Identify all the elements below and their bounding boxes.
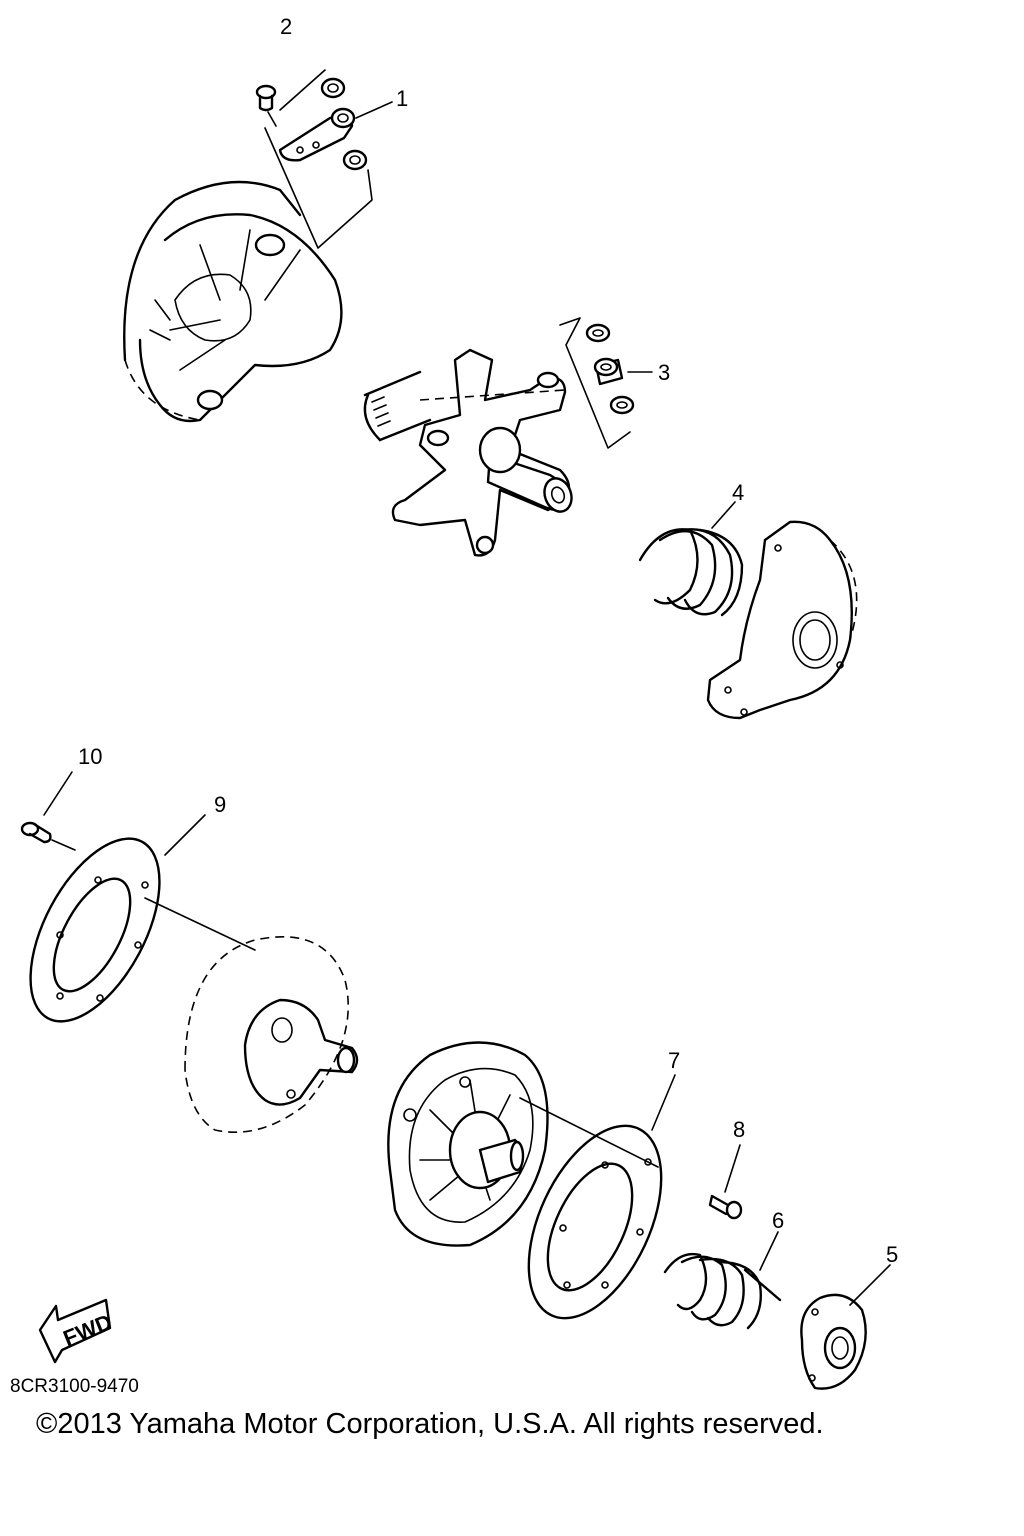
fixed-sheave — [387, 1041, 659, 1247]
callout-3: 3 — [658, 360, 670, 385]
callout-1: 1 — [396, 86, 408, 111]
part-9-plate — [29, 814, 256, 1023]
copyright-notice: ©2013 Yamaha Motor Corporation, U.S.A. A… — [36, 1408, 824, 1440]
callout-7: 7 — [668, 1048, 680, 1073]
callout-4: 4 — [732, 480, 744, 505]
part-7-plate — [527, 1074, 676, 1320]
callout-8: 8 — [733, 1117, 745, 1142]
drawing-code: 8CR3100-9470 — [10, 1376, 139, 1397]
fwd-arrow-icon: FWD — [38, 1298, 116, 1364]
primary-sheave-housing — [123, 180, 343, 423]
part-6-spring — [663, 1231, 782, 1330]
callout-10: 10 — [78, 744, 102, 769]
sliding-sheave — [184, 936, 359, 1133]
callout-6: 6 — [772, 1208, 784, 1233]
part-10-bolt — [20, 771, 76, 851]
part-8-bolt — [708, 1144, 743, 1220]
callout-1-leader — [355, 101, 393, 119]
callout-labels: 1 2 3 4 5 6 7 8 9 10 — [78, 14, 898, 1267]
part-3-rollers — [585, 323, 653, 415]
part-5-cap — [800, 1264, 891, 1390]
exploded-parts-diagram: FWD 1 2 3 4 5 6 7 8 9 10 — [20, 14, 898, 1390]
callout-2: 2 — [280, 14, 292, 39]
part-1-weight-arm — [264, 69, 373, 249]
spider-cover-plate — [706, 520, 858, 720]
callout-5: 5 — [886, 1242, 898, 1267]
callout-9: 9 — [214, 792, 226, 817]
part-4-spring — [638, 501, 744, 617]
spider-shaft-assembly — [363, 317, 631, 557]
part-2-bolt — [255, 84, 277, 127]
